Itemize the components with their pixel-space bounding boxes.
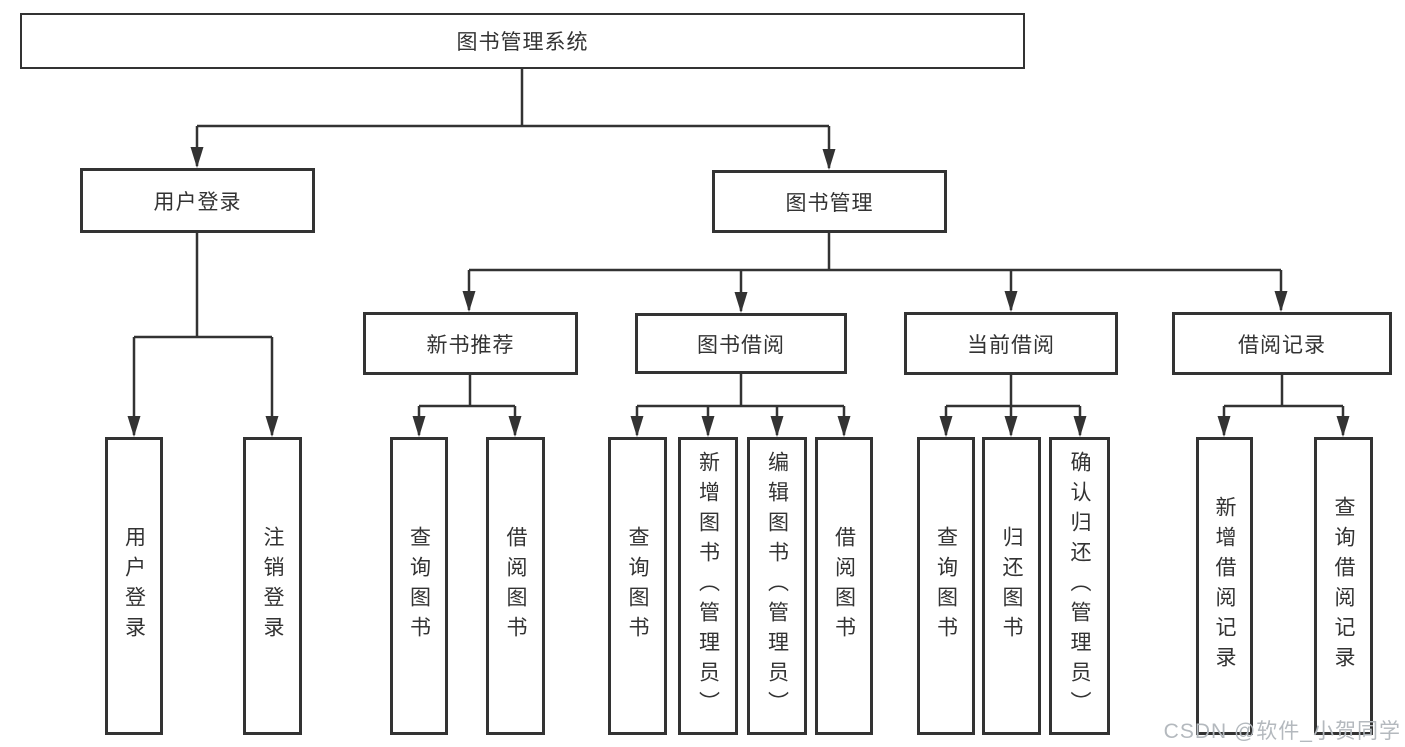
node-label: 查询图书 [934,526,958,646]
node-label: 用户登录 [153,190,242,214]
node-leaf-return-books: 归还图书 [982,437,1041,735]
arrowhead-icon [508,416,522,437]
node-book-borrowing: 图书借阅 [635,313,847,374]
node-label: 用户登录 [122,526,146,646]
arrowhead-icon [1073,416,1087,437]
node-leaf-query-borrow-record: 查询借阅记录 [1314,437,1373,735]
node-book-management: 图书管理 [712,170,947,233]
node-label: 查询图书 [407,526,431,646]
arrowhead-icon [127,416,141,437]
arrowhead-icon [734,292,748,313]
node-leaf-add-books: 新增图书（管理员） [678,437,738,735]
arrowhead-icon [265,416,279,437]
arrowhead-icon [837,416,851,437]
node-current-borrowing: 当前借阅 [904,312,1118,375]
arrowhead-icon [462,291,476,312]
node-label: 确认归还（管理员） [1068,451,1091,721]
node-label: 借阅图书 [504,526,527,646]
node-label: 新书推荐 [426,333,515,357]
node-label: 图书管理 [785,191,874,215]
arrowhead-icon [1004,416,1018,437]
node-leaf-edit-books: 编辑图书（管理员） [747,437,807,735]
arrowhead-icon [1336,416,1350,437]
arrowhead-icon [1274,291,1288,312]
node-leaf-query-books-3: 查询图书 [917,437,975,735]
node-label: 查询借阅记录 [1332,496,1355,676]
node-borrowing-records: 借阅记录 [1172,312,1392,375]
node-label: 借阅图书 [832,526,856,646]
node-leaf-query-books-2: 查询图书 [608,437,667,735]
node-user-login: 用户登录 [80,168,315,233]
node-label: 归还图书 [1000,526,1023,646]
node-leaf-add-borrow-record: 新增借阅记录 [1196,437,1253,735]
arrowhead-icon [770,416,784,437]
arrowhead-icon [939,416,953,437]
node-leaf-borrow-books-2: 借阅图书 [815,437,873,735]
arrowhead-icon [822,149,836,170]
arrowhead-icon [701,416,715,437]
node-leaf-confirm-return: 确认归还（管理员） [1049,437,1110,735]
node-label: 注销登录 [261,526,284,646]
arrowhead-icon [1004,291,1018,312]
node-root: 图书管理系统 [20,13,1025,69]
node-label: 查询图书 [626,526,649,646]
node-label: 借阅记录 [1238,333,1326,357]
node-leaf-query-books-1: 查询图书 [390,437,448,735]
node-label: 图书借阅 [697,333,785,357]
arrowhead-icon [630,416,644,437]
node-label: 新增借阅记录 [1213,496,1236,676]
arrowhead-icon [412,416,426,437]
node-leaf-user-login: 用户登录 [105,437,163,735]
node-new-book-recommend: 新书推荐 [363,312,578,375]
arrowhead-icon [190,147,204,168]
node-label: 当前借阅 [967,333,1055,357]
node-label: 编辑图书（管理员） [765,451,789,721]
node-label: 新增图书（管理员） [696,451,720,721]
node-label: 图书管理系统 [456,31,589,54]
node-leaf-borrow-books-1: 借阅图书 [486,437,545,735]
arrowhead-icon [1217,416,1231,437]
node-leaf-logout: 注销登录 [243,437,302,735]
